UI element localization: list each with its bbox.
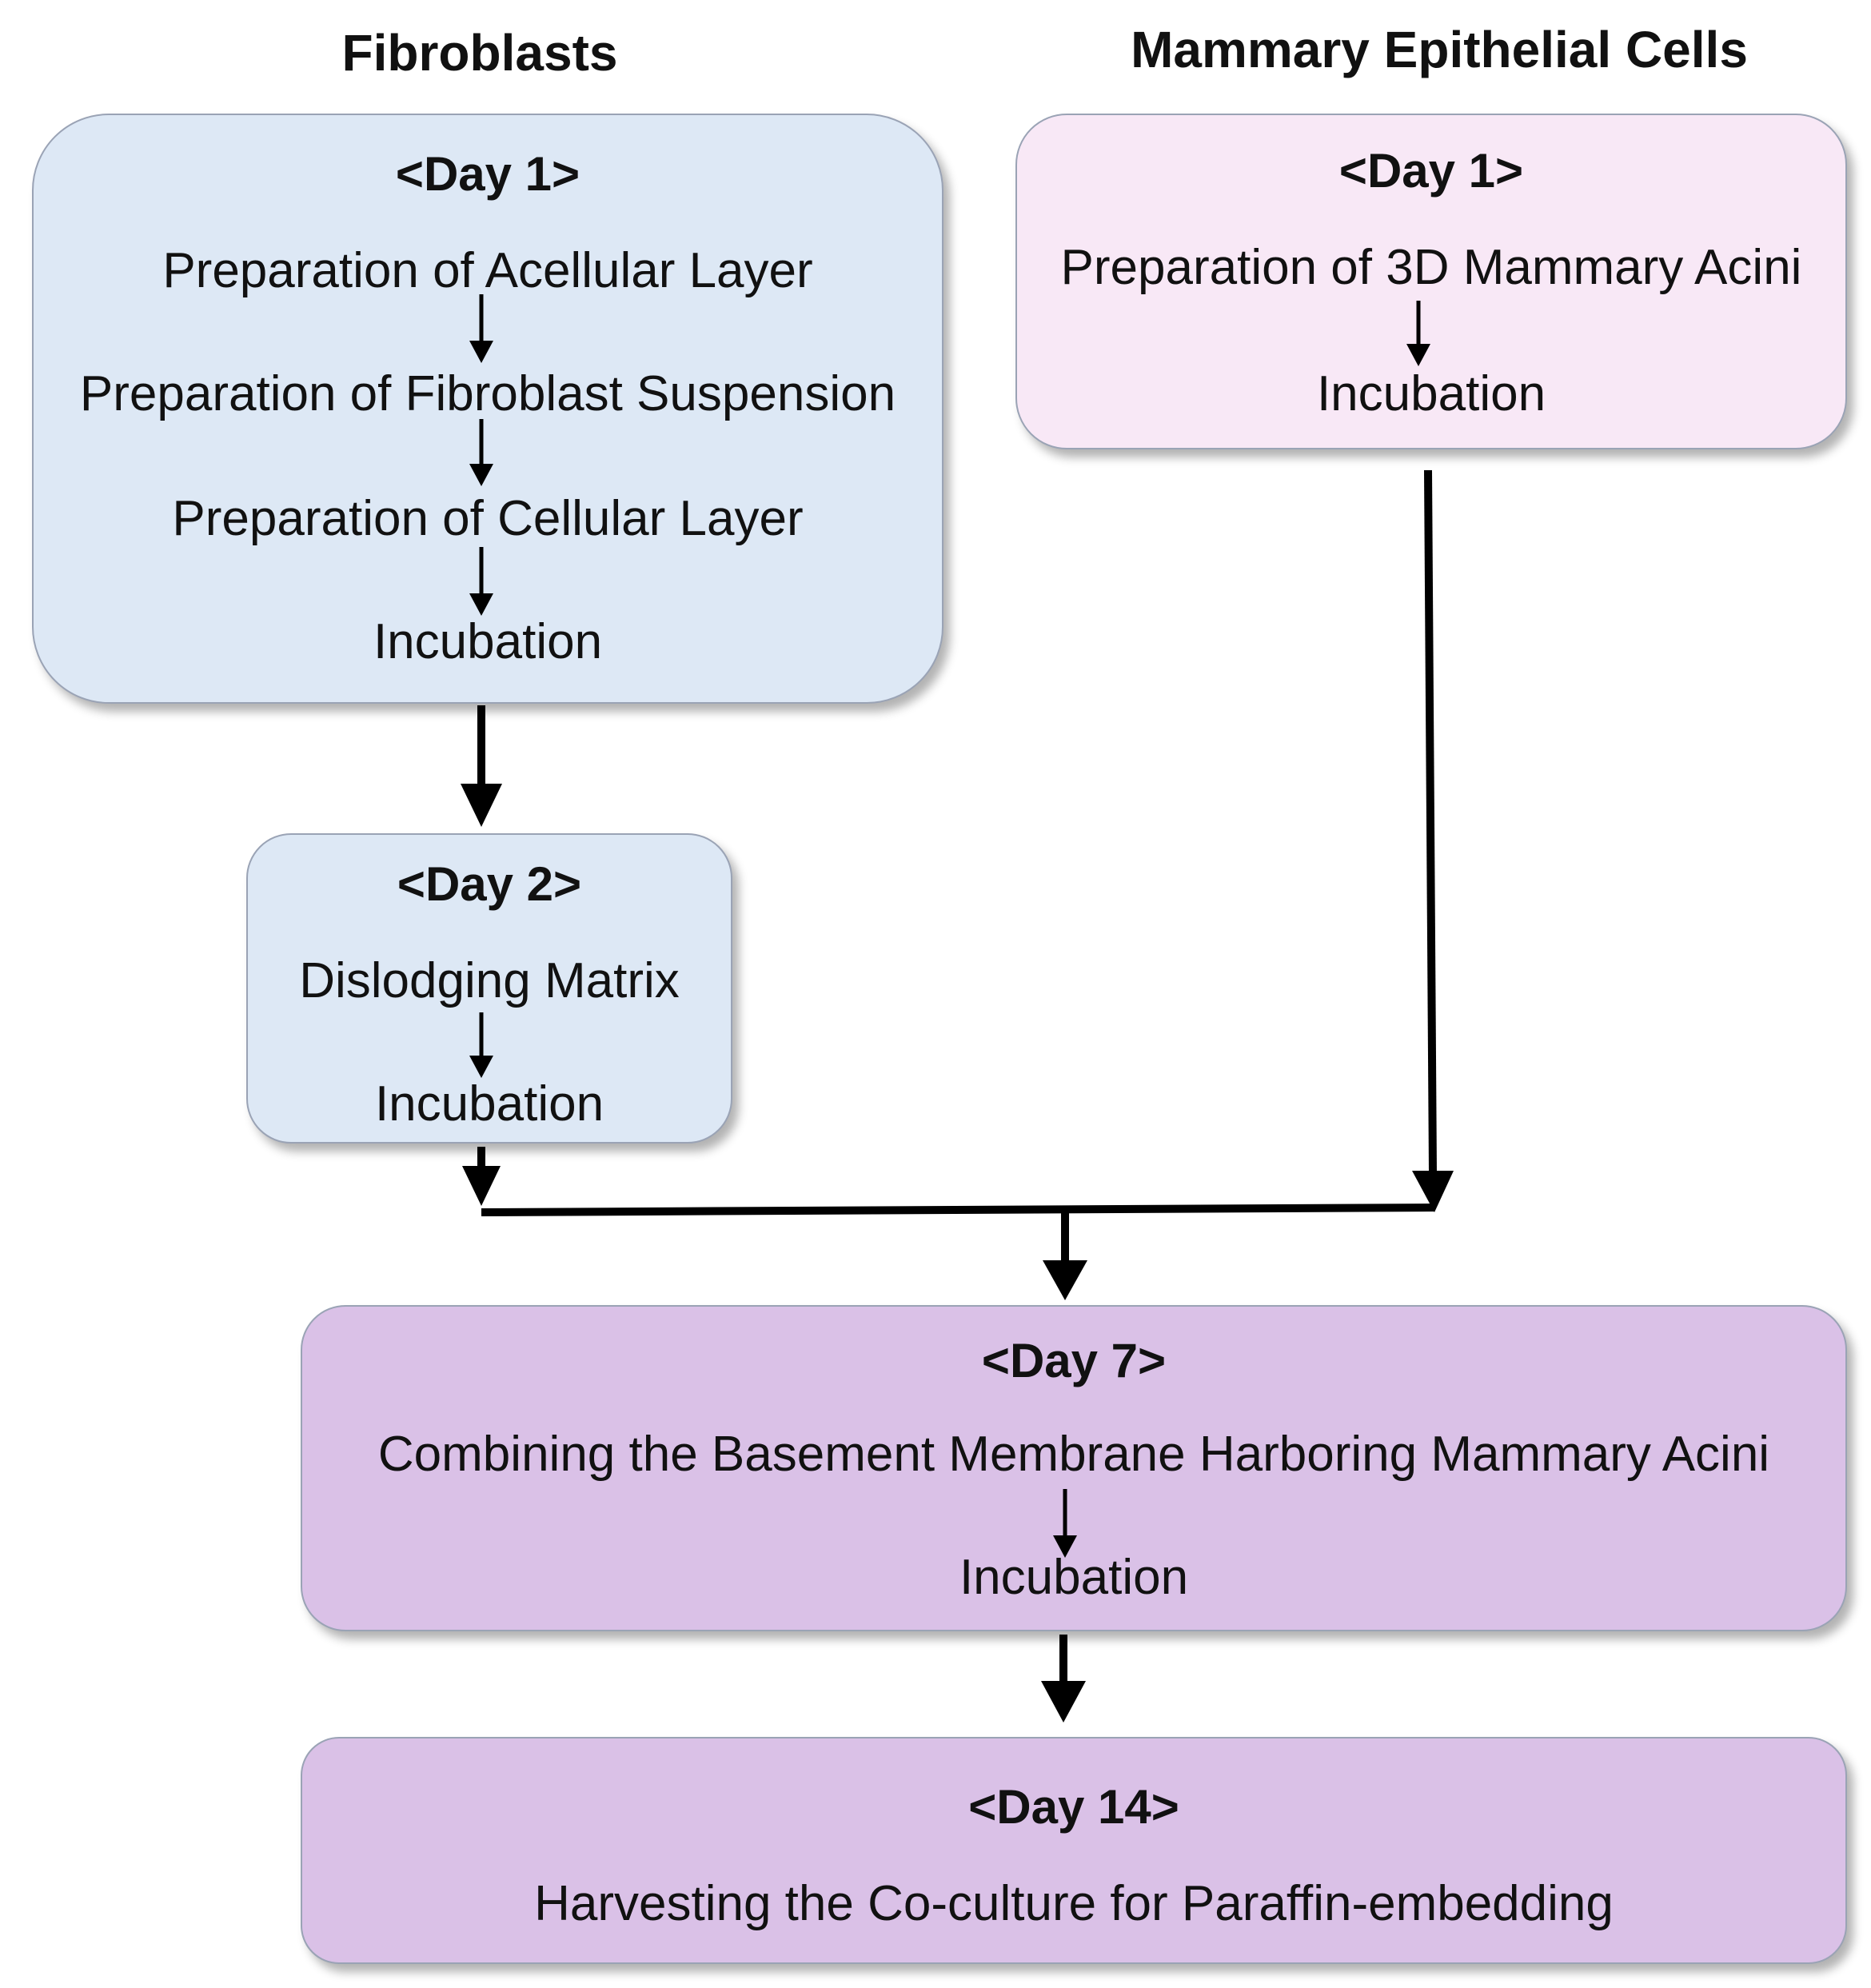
fibroblast-day1-step-cellular-layer: Preparation of Cellular Layer xyxy=(172,491,804,546)
fibroblasts-column-title: Fibroblasts xyxy=(341,24,618,82)
fibroblast-day2-step-dislodging-matrix: Dislodging Matrix xyxy=(299,953,680,1008)
arrow-combining-to-incubation xyxy=(1053,1489,1077,1558)
arrow-cellular-to-incubation xyxy=(469,547,493,616)
day7-label: <Day 7> xyxy=(981,1334,1167,1387)
day14-box: <Day 14> Harvesting the Co-culture for P… xyxy=(301,1737,1847,1964)
fibroblast-day2-box: <Day 2> Dislodging Matrix Incubation xyxy=(246,833,732,1144)
arrow-fibroblast-day1-to-day2 xyxy=(461,705,502,827)
arrow-junction-to-day7 xyxy=(1043,1209,1087,1300)
mammary-day1-box: <Day 1> Preparation of 3D Mammary Acini … xyxy=(1015,114,1847,449)
arrow-3d-acini-to-incubation xyxy=(1406,301,1430,366)
day14-label: <Day 14> xyxy=(968,1780,1179,1834)
fibroblast-day1-box: <Day 1> Preparation of Acellular Layer P… xyxy=(32,114,943,704)
junction-line xyxy=(481,1204,1435,1216)
day7-step-incubation: Incubation xyxy=(959,1550,1189,1605)
fibroblast-day2-label: <Day 2> xyxy=(397,857,582,911)
fibroblast-day1-step-fibroblast-suspension: Preparation of Fibroblast Suspension xyxy=(79,366,896,421)
fibroblast-day1-step-acellular-layer: Preparation of Acellular Layer xyxy=(162,243,813,298)
day7-box: <Day 7> Combining the Basement Membrane … xyxy=(301,1305,1847,1631)
fibroblast-day1-label: <Day 1> xyxy=(395,147,580,201)
arrow-fibroblast-day2-to-junction xyxy=(462,1147,501,1206)
mammary-day1-step-incubation: Incubation xyxy=(1316,366,1546,421)
mammary-epithelial-column-title: Mammary Epithelial Cells xyxy=(1131,21,1748,78)
arrow-mammary-day1-to-junction xyxy=(1412,469,1454,1212)
mammary-day1-step-3d-acini: Preparation of 3D Mammary Acini xyxy=(1060,240,1802,295)
arrow-suspension-to-cellular xyxy=(469,419,493,486)
mammary-day1-label: <Day 1> xyxy=(1338,144,1524,198)
arrow-acellular-to-suspension xyxy=(469,294,493,363)
arrow-dislodging-to-incubation xyxy=(469,1012,493,1078)
day7-step-combining-basement-membrane: Combining the Basement Membrane Harborin… xyxy=(377,1427,1770,1482)
arrow-day7-to-day14 xyxy=(1041,1635,1086,1723)
fibroblast-day1-step-incubation: Incubation xyxy=(373,614,603,669)
day14-step-harvesting: Harvesting the Co-culture for Paraffin-e… xyxy=(534,1876,1614,1931)
fibroblast-day2-step-incubation: Incubation xyxy=(374,1076,604,1132)
